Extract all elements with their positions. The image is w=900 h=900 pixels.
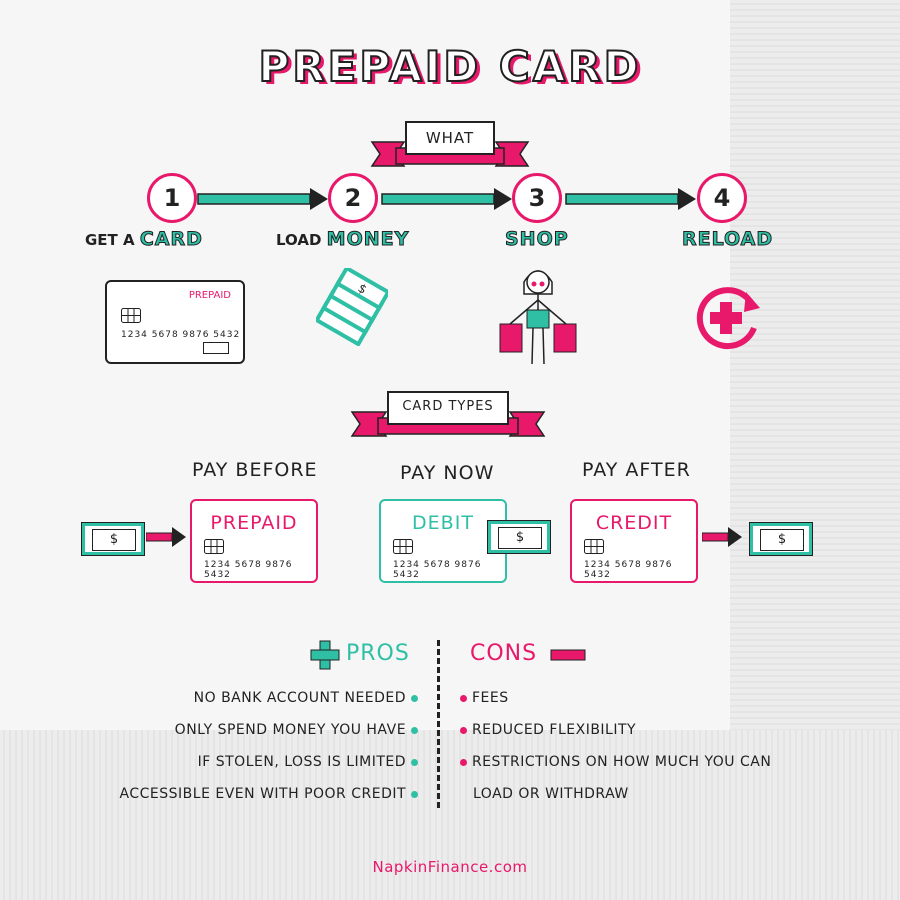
step-card-number: 1234 5678 9876 5432 <box>121 330 241 340</box>
napkin-texture-bottom <box>0 730 900 900</box>
step-1-emph: CARD <box>139 228 203 251</box>
credit-card-number: 1234 5678 9876 5432 <box>584 560 673 580</box>
step-2-number: 2 <box>328 173 378 223</box>
step-3-emph: SHOP <box>505 228 569 251</box>
step-card-illustration: PREPAID 1234 5678 9876 5432 <box>105 280 245 364</box>
step-2-emph: MONEY <box>326 228 410 251</box>
bullet-dot-icon <box>460 726 467 734</box>
credit-card-name: CREDIT <box>595 512 673 534</box>
arrow-right-icon <box>146 527 186 547</box>
step-3-number: 3 <box>512 173 562 223</box>
napkin-center <box>0 0 730 730</box>
arrow-right-icon <box>381 188 512 210</box>
step-4-emph: RELOAD <box>681 228 774 251</box>
type-heading-after: PAY AFTER <box>582 459 691 481</box>
chip-icon <box>584 539 604 554</box>
step-4-number: 4 <box>697 173 747 223</box>
step-2-prefix: LOAD <box>276 231 327 249</box>
cons-list: FEES REDUCED FLEXIBILITY RESTRICTIONS ON… <box>460 690 771 818</box>
bullet-dot-icon <box>411 790 418 798</box>
pros-item: IF STOLEN, LOSS IS LIMITED <box>120 754 418 786</box>
cons-item: LOAD OR WITHDRAW <box>473 786 629 802</box>
step-arrows <box>197 188 696 210</box>
minus-icon <box>550 649 586 661</box>
type-heading-now: PAY NOW <box>400 462 495 484</box>
prepaid-card-name: PREPAID <box>210 512 298 534</box>
step-1-prefix: GET A <box>85 231 140 249</box>
chip-icon <box>393 539 413 554</box>
card-types-banner: CARD TYPES <box>350 388 546 438</box>
cons-item: REDUCED FLEXIBILITY <box>460 722 771 754</box>
prepaid-card: PREPAID 1234 5678 9876 5432 <box>190 499 318 583</box>
card-signature-box <box>203 342 229 354</box>
pros-item: ACCESSIBLE EVEN WITH POOR CREDIT <box>120 786 418 818</box>
arrow-right-icon <box>702 527 742 547</box>
bullet-dot-icon <box>460 758 467 766</box>
card-types-banner-label: CARD TYPES <box>402 399 494 414</box>
bill-after: $ <box>749 522 813 556</box>
pros-list: NO BANK ACCOUNT NEEDED ONLY SPEND MONEY … <box>120 690 418 818</box>
cons-item: RESTRICTIONS ON HOW MUCH YOU CAN <box>460 754 771 786</box>
step-2-label: LOAD MONEY <box>276 228 410 251</box>
pros-cons-divider <box>437 640 440 808</box>
step-4-label: RELOAD <box>681 228 774 251</box>
debit-card: DEBIT 1234 5678 9876 5432 <box>379 499 507 583</box>
bill-now: $ <box>487 520 551 554</box>
bullet-dot-icon <box>411 726 418 734</box>
ribbon-icon <box>350 391 546 437</box>
step-card-label: PREPAID <box>188 290 231 301</box>
cons-heading: CONS <box>470 641 538 666</box>
step-1-number: 1 <box>147 173 197 223</box>
bill-before-symbol: $ <box>92 529 136 551</box>
debit-card-name: DEBIT <box>412 512 474 534</box>
plus-icon <box>310 640 340 670</box>
type-heading-before: PAY BEFORE <box>192 459 318 481</box>
what-banner-label: WHAT <box>425 129 475 147</box>
reload-plus-icon <box>696 287 760 350</box>
debit-card-number: 1234 5678 9876 5432 <box>393 560 482 580</box>
bill-after-symbol: $ <box>760 529 804 551</box>
step-3-label: SHOP <box>505 228 569 251</box>
money-stack-icon: $ <box>316 268 388 346</box>
cons-item: FEES <box>460 690 771 722</box>
bullet-dot-icon <box>411 758 418 766</box>
arrow-right-icon <box>565 188 696 210</box>
bullet-dot-icon <box>460 694 467 702</box>
chip-icon <box>121 308 141 323</box>
page-title: PREPAID CARD <box>258 41 642 92</box>
step-1-label: GET A CARD <box>85 228 203 251</box>
credit-card: CREDIT 1234 5678 9876 5432 <box>570 499 698 583</box>
what-banner: WHAT <box>370 118 530 168</box>
bill-now-symbol: $ <box>498 527 542 549</box>
chip-icon <box>204 539 224 554</box>
bullet-dot-icon <box>411 694 418 702</box>
pros-item: NO BANK ACCOUNT NEEDED <box>120 690 418 722</box>
pros-heading: PROS <box>346 641 410 666</box>
shopper-icon <box>499 270 577 365</box>
arrow-right-icon <box>197 188 328 210</box>
ribbon-icon <box>370 121 530 167</box>
footer-brand: NapkinFinance.com <box>372 858 528 876</box>
prepaid-card-number: 1234 5678 9876 5432 <box>204 560 293 580</box>
pros-item: ONLY SPEND MONEY YOU HAVE <box>120 722 418 754</box>
bill-before: $ <box>81 522 145 556</box>
